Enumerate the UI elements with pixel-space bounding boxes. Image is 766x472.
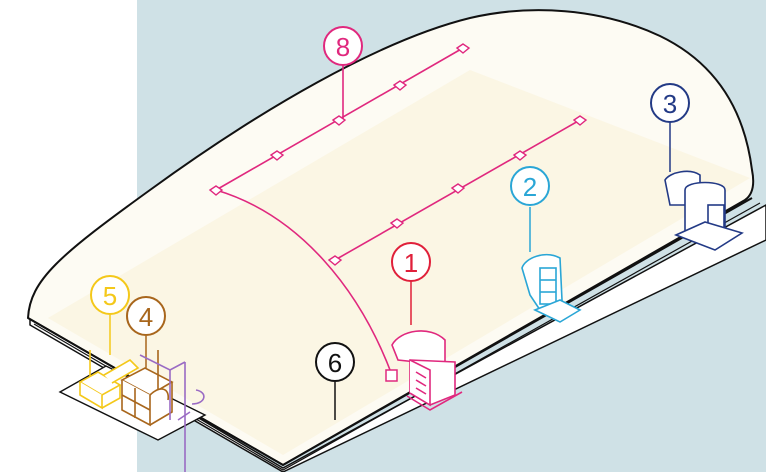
callout-3: 3 (651, 84, 689, 122)
callout-2: 2 (511, 167, 549, 205)
callout-label: 2 (523, 172, 537, 202)
callout-label: 5 (103, 281, 117, 311)
callout-4: 4 (127, 297, 165, 335)
callout-5: 5 (91, 276, 129, 314)
callout-8: 8 (324, 27, 362, 65)
callout-label: 8 (336, 32, 350, 62)
callout-label: 6 (328, 348, 342, 378)
callout-6: 6 (316, 343, 354, 381)
callout-1: 1 (392, 243, 430, 281)
pipe-outlet (386, 370, 397, 381)
callout-label: 3 (663, 89, 677, 119)
callout-label: 4 (139, 302, 153, 332)
callout-label: 1 (404, 248, 418, 278)
